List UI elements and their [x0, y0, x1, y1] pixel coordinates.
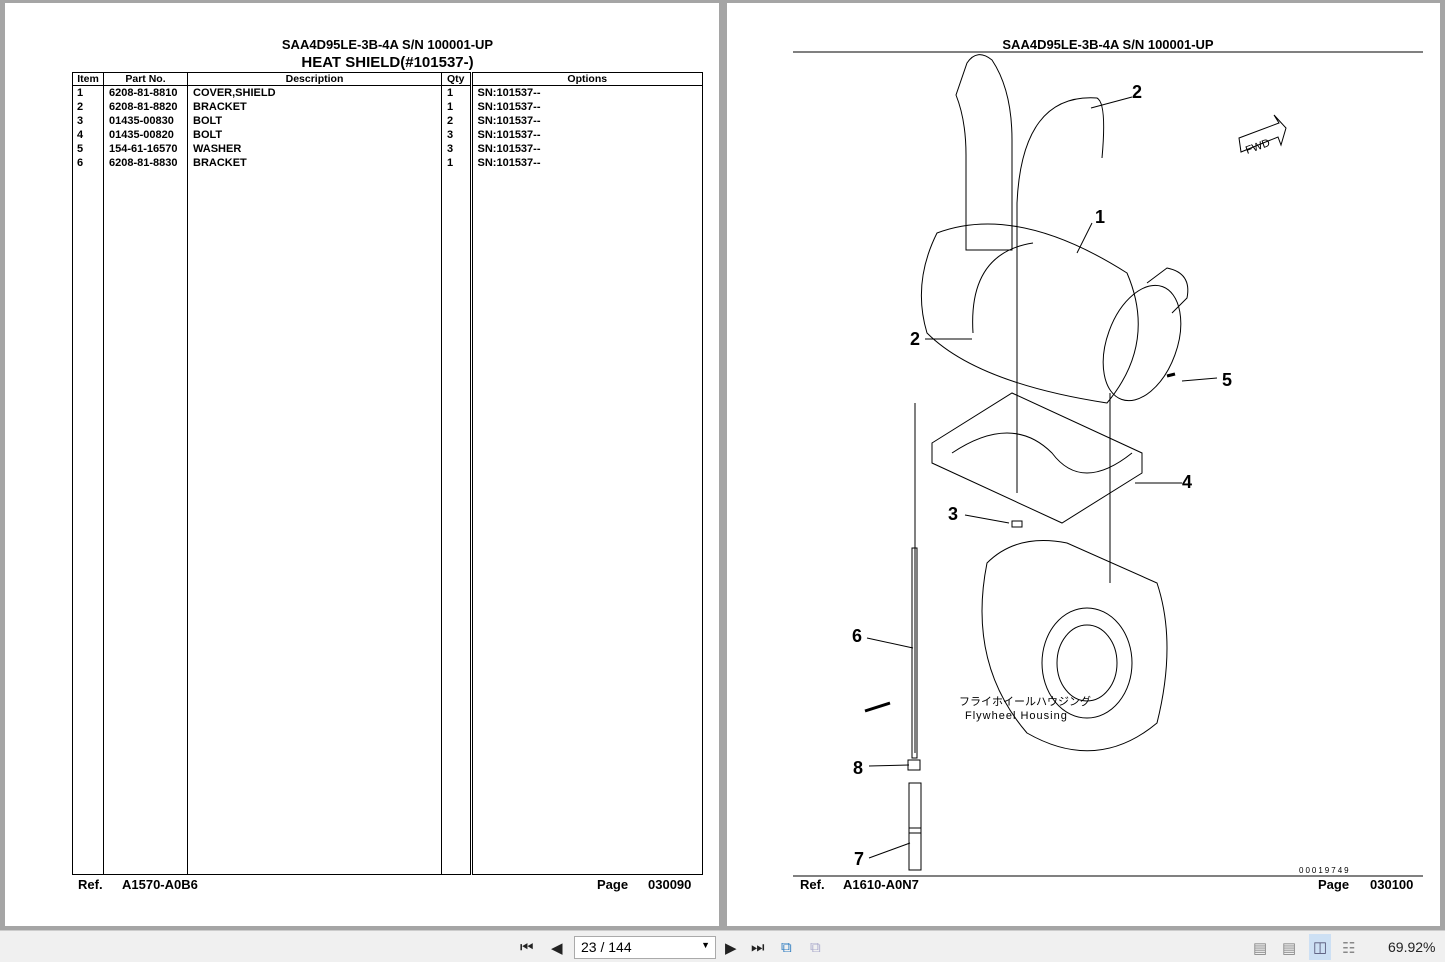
- cell-item: 5: [72, 142, 104, 156]
- continuous-icon[interactable]: ▤: [1282, 940, 1297, 957]
- drawing-number: 00019749: [1299, 866, 1351, 875]
- last-page-button[interactable]: ⏭: [751, 939, 765, 956]
- page-selector[interactable]: 23 / 144 ▼: [574, 936, 716, 959]
- muffler: [920, 223, 1139, 404]
- empty-cell: [103, 170, 188, 875]
- flywheel-housing: [981, 540, 1168, 752]
- model-title: SAA4D95LE-3B-4A S/N 100001-UP: [1002, 37, 1214, 52]
- col-qty: Qty: [441, 72, 472, 86]
- cell-item: 6: [72, 156, 104, 170]
- empty-cell: [441, 170, 472, 875]
- cell-part-no: 6208-81-8820: [103, 100, 188, 114]
- fwd-label: FWD: [1244, 137, 1272, 157]
- callout-1: 1: [1095, 207, 1105, 227]
- callout-8: 8: [853, 758, 863, 778]
- u-bolt-lower: [972, 242, 1034, 334]
- facing-pages-icon[interactable]: ◫: [1309, 934, 1332, 960]
- cell-part-no: 6208-81-8810: [103, 85, 188, 100]
- rod-6: [911, 547, 918, 759]
- continuous-facing-icon[interactable]: ☷: [1342, 940, 1356, 957]
- cell-description: BRACKET: [187, 156, 442, 170]
- ref-code: A1610-A0N7: [843, 877, 919, 892]
- cell-options: SN:101537--: [469, 128, 704, 142]
- table-filler: [72, 170, 704, 875]
- empty-cell: [469, 170, 704, 875]
- ref-label: Ref.: [800, 877, 825, 892]
- page-label: Page: [597, 877, 629, 892]
- col-part-no: Part No.: [103, 72, 188, 86]
- housing-label-en: Flywheel Housing: [965, 710, 1068, 722]
- next-page-button[interactable]: ▶: [725, 940, 737, 957]
- bracket: [931, 392, 1143, 524]
- page-number: 030090: [648, 877, 692, 892]
- cell-item: 3: [72, 114, 104, 128]
- section-title: HEAT SHIELD(#101537-): [301, 54, 474, 71]
- ref-code: A1570-A0B6: [122, 877, 198, 892]
- cell-description: COVER,SHIELD: [187, 85, 442, 100]
- cell-qty: 1: [441, 100, 472, 114]
- callout-5: 5: [1222, 370, 1232, 390]
- housing-label-jp: フライホイールハウジング: [959, 694, 1091, 708]
- callout-2b: 2: [910, 329, 920, 349]
- back-view-icon[interactable]: ⧉: [781, 939, 792, 956]
- cell-part-no: 6208-81-8830: [103, 156, 188, 170]
- callout-6: 6: [852, 626, 862, 646]
- left-page: SAA4D95LE-3B-4A S/N 100001-UP HEAT SHIEL…: [5, 3, 719, 926]
- empty-cell: [187, 170, 442, 875]
- cell-options: SN:101537--: [469, 100, 704, 114]
- zoom-level[interactable]: 69.92%: [1388, 939, 1436, 955]
- exhaust-pipe: [955, 54, 1013, 251]
- cell-description: BRACKET: [187, 100, 442, 114]
- cell-options: SN:101537--: [469, 114, 704, 128]
- empty-cell: [72, 170, 104, 875]
- cell-description: BOLT: [187, 128, 442, 142]
- callout-3: 3: [948, 504, 958, 524]
- cell-description: WASHER: [187, 142, 442, 156]
- exploded-diagram: 1 2 2 3 4 5 6 7 8 FWD フライホイールハウジング Flywh…: [793, 51, 1423, 877]
- model-title: SAA4D95LE-3B-4A S/N 100001-UP: [281, 37, 494, 52]
- single-page-icon[interactable]: ▤: [1253, 940, 1268, 957]
- page-number: 030100: [1370, 877, 1414, 892]
- cell-part-no: 01435-00830: [103, 114, 188, 128]
- cell-item: 2: [72, 100, 104, 114]
- cell-qty: 3: [441, 142, 472, 156]
- col-options: Options: [469, 72, 704, 86]
- callout-4: 4: [1182, 472, 1192, 492]
- ref-label: Ref.: [78, 877, 103, 892]
- cell-part-no: 01435-00820: [103, 128, 188, 142]
- cell-options: SN:101537--: [469, 85, 704, 100]
- cell-options: SN:101537--: [469, 156, 704, 170]
- pipe-7: [908, 782, 922, 834]
- callout-2a: 2: [1132, 82, 1142, 102]
- right-page: SAA4D95LE-3B-4A S/N 100001-UP: [727, 3, 1440, 926]
- cell-item: 1: [72, 85, 104, 100]
- col-description: Description: [187, 72, 442, 86]
- fwd-arrow: [1238, 114, 1287, 153]
- chevron-down-icon: ▼: [701, 940, 710, 950]
- cell-part-no: 154-61-16570: [103, 142, 188, 156]
- cell-options: SN:101537--: [469, 142, 704, 156]
- viewer-toolbar: ⏮ ◀ 23 / 144 ▼ ▶ ⏭ ⧉ ⧉ ▤ ▤ ◫ ☷ 69.92%: [0, 930, 1445, 962]
- page-label: Page: [1318, 877, 1350, 892]
- callout-7: 7: [854, 849, 864, 869]
- cell-qty: 1: [441, 85, 472, 100]
- col-item: Item: [72, 72, 104, 86]
- first-page-button[interactable]: ⏮: [520, 939, 534, 956]
- cell-description: BOLT: [187, 114, 442, 128]
- cell-qty: 3: [441, 128, 472, 142]
- cell-qty: 2: [441, 114, 472, 128]
- u-bolt-top: [1016, 97, 1105, 204]
- forward-view-icon[interactable]: ⧉: [810, 939, 821, 956]
- cell-item: 4: [72, 128, 104, 142]
- cell-qty: 1: [441, 156, 472, 170]
- page-value: 23 / 144: [581, 939, 632, 955]
- prev-page-button[interactable]: ◀: [551, 940, 563, 957]
